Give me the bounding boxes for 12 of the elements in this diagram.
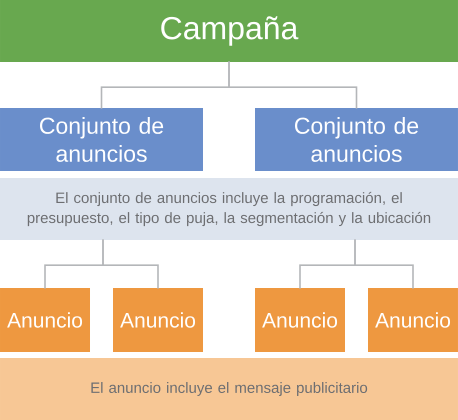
group-box: Conjunto de anuncios xyxy=(255,108,458,171)
connector-line xyxy=(354,239,414,289)
item-box: Anuncio xyxy=(255,288,345,352)
connector-line xyxy=(102,239,159,289)
group-box: Conjunto de anuncios xyxy=(0,108,203,171)
item-box: Anuncio xyxy=(113,288,203,352)
header-band: Campaña xyxy=(0,0,458,62)
note-band: El conjunto de anuncios incluye la programación, el presupuesto, el tipo de puja, la segmentación y la ubicación xyxy=(0,178,458,240)
item-box: Anuncio xyxy=(368,288,458,352)
note-band: El anuncio incluye el mensaje publicitario xyxy=(0,358,458,420)
item-box: Anuncio xyxy=(0,288,90,352)
connector-line xyxy=(228,61,358,109)
